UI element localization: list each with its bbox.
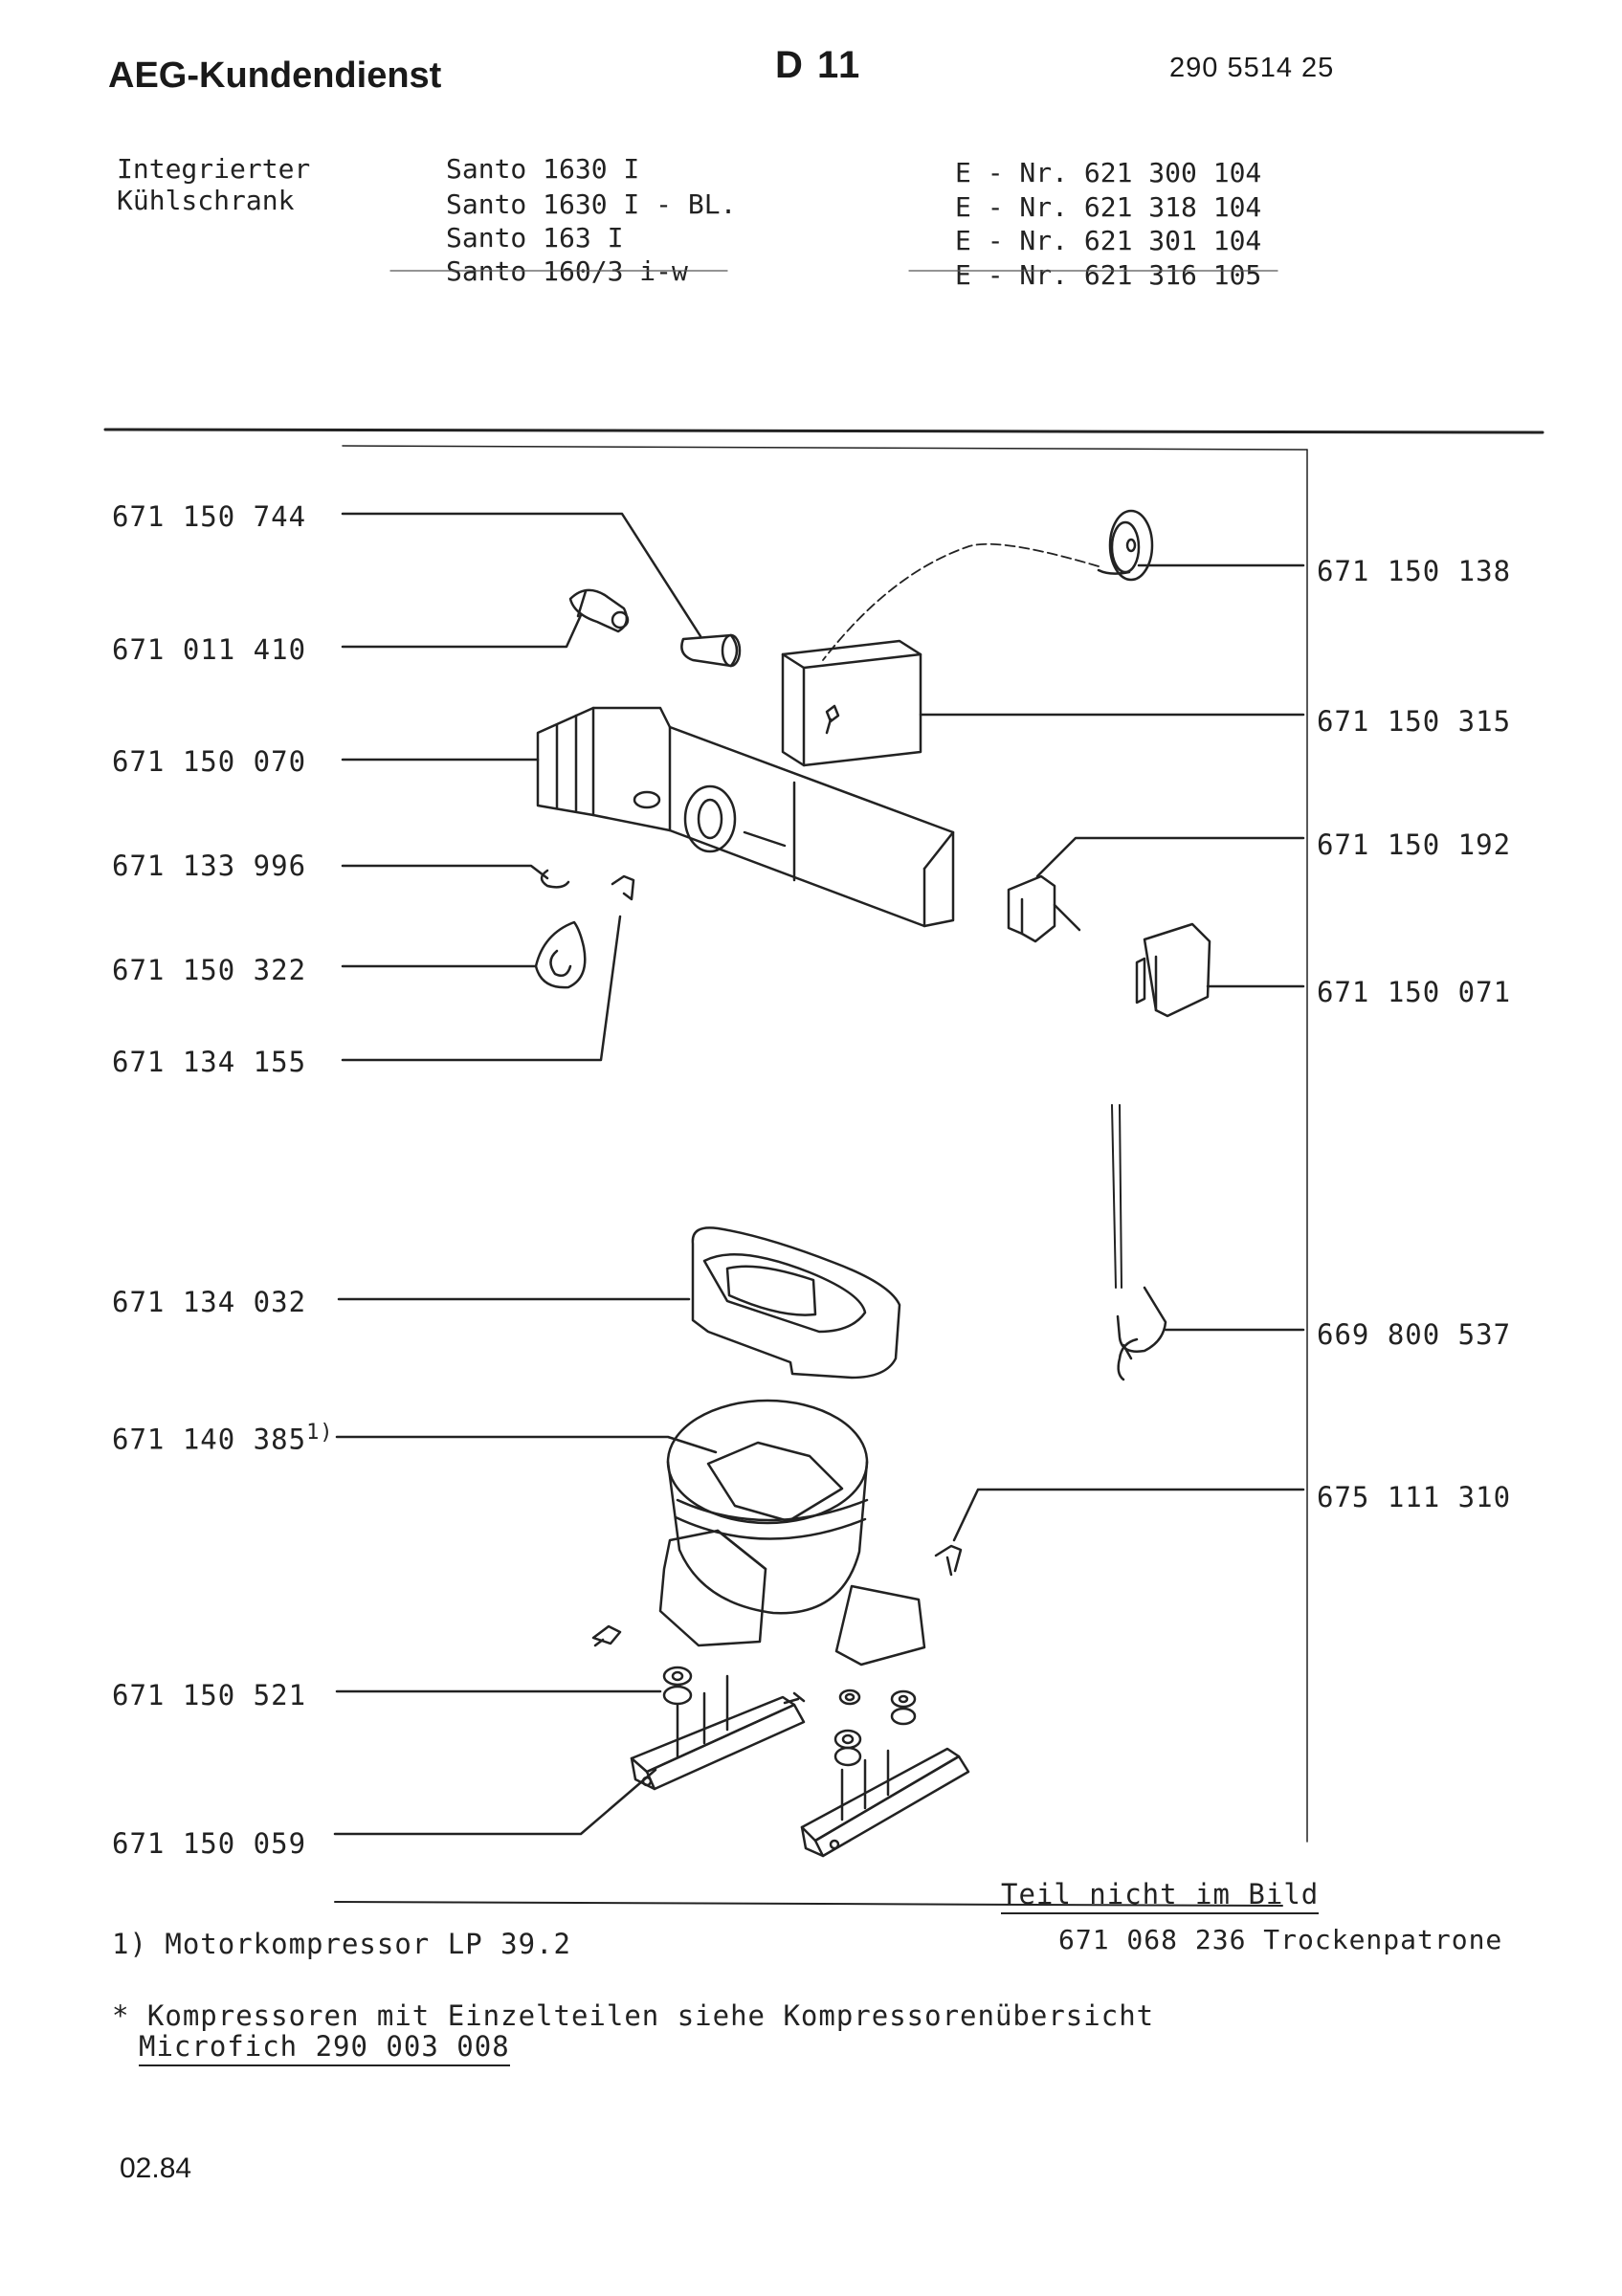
door-switch (1007, 874, 1081, 943)
part-number-left: 671 011 410 (112, 633, 307, 666)
leader-line (341, 512, 702, 638)
part-number-left: 671 150 322 (112, 954, 307, 986)
part-number-left: 671 150 521 (112, 1679, 307, 1711)
part-number-left: 671 134 032 (112, 1286, 307, 1318)
light-switch (1135, 922, 1211, 1018)
not-shown-heading-text: Teil nicht im Bild (1001, 1878, 1320, 1914)
footnote-compressor: 1) Motorkompressor LP 39.2 (112, 1928, 571, 1960)
e-number: E - Nr. 621 301 104 (955, 225, 1262, 256)
appliance-type-line1: Integrierter (117, 153, 311, 185)
mounting-bracket (800, 1747, 970, 1858)
microfiche-reference: Microfich 290 003 008 (139, 2030, 510, 2066)
leader-line (341, 915, 622, 1062)
not-shown-item: 671 068 236 Trockenpatrone (1058, 1924, 1503, 1955)
rubber-grommet (662, 1666, 693, 1706)
rubber-grommet (838, 1689, 861, 1706)
spring-clip (611, 874, 635, 901)
leader-line (341, 864, 549, 880)
rubber-grommet (890, 1689, 917, 1726)
thermostat-dial (534, 920, 587, 989)
model-name: Santo 1630 I (446, 153, 640, 185)
compressor (658, 1399, 926, 1667)
e-number: E - Nr. 621 318 104 (955, 191, 1262, 223)
header-rule (103, 428, 1544, 434)
thermostat-knob (1097, 509, 1154, 582)
leader-line (333, 1768, 657, 1836)
leader-line (341, 613, 583, 649)
leader-line (952, 1488, 1305, 1542)
leader-line (335, 1435, 718, 1454)
lamp-bulb (680, 633, 742, 668)
appliance-type-line2: Kühlschrank (117, 185, 295, 216)
part-number-right: 669 800 537 (1317, 1318, 1512, 1351)
part-number-left: 671 150 744 (112, 500, 307, 533)
mounting-bracket (630, 1674, 806, 1791)
frame-bottom (334, 1901, 1283, 1907)
part-number-left: 671 134 155 (112, 1046, 307, 1078)
part-number-right: 671 150 315 (1317, 705, 1512, 738)
part-number-left: 671 150 059 (112, 1827, 307, 1860)
wire-clip (934, 1544, 963, 1577)
fixing-clip (591, 1624, 622, 1647)
microfiche-reference-text: Microfich 290 003 008 (139, 2030, 510, 2066)
leader-line (1035, 836, 1305, 878)
thermostat-housing (781, 639, 922, 767)
part-number-left: 671 150 070 (112, 745, 307, 778)
frame-top (342, 445, 1308, 451)
not-shown-heading: Teil nicht im Bild (1001, 1878, 1320, 1914)
lamp-socket (568, 588, 630, 633)
edition-date: 02.84 (120, 2152, 192, 2184)
e-number: E - Nr. 621 300 104 (955, 157, 1262, 188)
part-number-right: 675 111 310 (1317, 1481, 1512, 1513)
footnote-marker: 1) (306, 1421, 334, 1445)
part-number-right: 671 150 138 (1317, 555, 1512, 587)
lamp-housing (536, 706, 955, 928)
part-number-left: 671 140 3851) (112, 1421, 334, 1456)
document-code: D 11 (775, 44, 862, 86)
part-number-left: 671 133 996 (112, 850, 307, 882)
rubber-grommet (833, 1729, 862, 1767)
retaining-clip (540, 869, 570, 889)
part-number-right: 671 150 192 (1317, 828, 1512, 861)
document-number: 290 5514 25 (1169, 53, 1335, 83)
power-cord-plug (1111, 1104, 1167, 1381)
part-number-right: 671 150 071 (1317, 976, 1512, 1008)
footnote-compressor-overview: * Kompressoren mit Einzelteilen siehe Ko… (112, 1999, 1155, 2032)
drip-tray (691, 1226, 901, 1380)
model-name: Santo 163 I (446, 222, 624, 254)
brand-title: AEG-Kundendienst (108, 55, 442, 96)
model-name: Santo 1630 I - BL. (446, 188, 737, 220)
e-number: E - Nr. 621 316 105 (955, 259, 1262, 291)
part-number-text: 671 140 385 (112, 1423, 307, 1456)
capillary-tube (822, 542, 1100, 661)
